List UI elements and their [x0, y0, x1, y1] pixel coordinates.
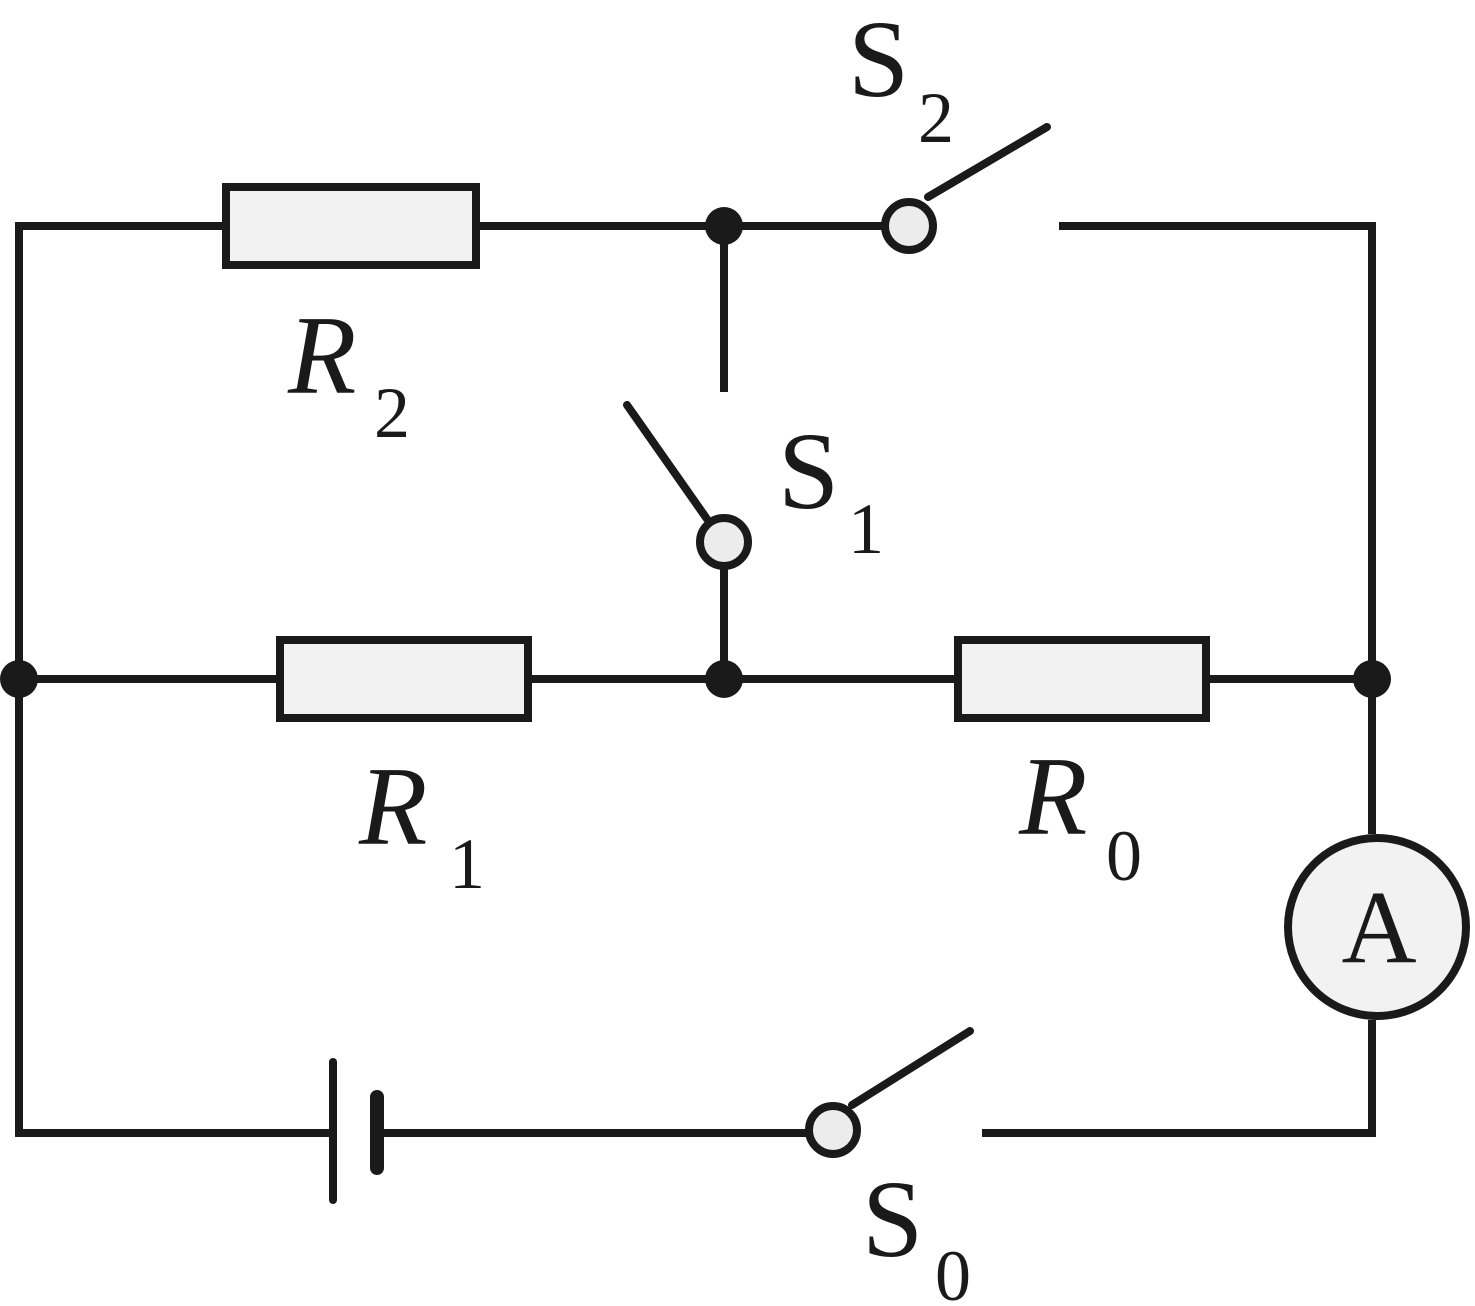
- wires: [15, 222, 1376, 1137]
- junction-middle: [705, 660, 743, 698]
- label-s2: S 2: [848, 0, 954, 158]
- label-r0-subscript: 0: [1106, 816, 1142, 896]
- switch-s0: [805, 1027, 974, 1158]
- label-s0-symbol: S: [862, 1158, 923, 1280]
- label-s2-symbol: S: [848, 0, 909, 120]
- resistor-r1: [276, 636, 532, 722]
- label-r1-symbol: R: [358, 745, 427, 869]
- switch-s2-pivot: [881, 198, 937, 254]
- label-s1-symbol: S: [778, 410, 839, 532]
- label-r2: R 2: [287, 294, 410, 453]
- junction-top: [705, 207, 743, 245]
- label-r0: R 0: [1018, 735, 1142, 896]
- label-s0-subscript: 0: [935, 1236, 971, 1306]
- label-r1: R 1: [358, 745, 485, 904]
- switch-s2: [881, 123, 1051, 254]
- junction-left: [0, 660, 38, 698]
- switch-s2-blade: [924, 123, 1051, 201]
- label-s1-subscript: 1: [848, 489, 884, 569]
- resistor-r2: [222, 183, 480, 269]
- label-r1-subscript: 1: [449, 824, 485, 904]
- ammeter-body: [1284, 834, 1470, 1020]
- switch-s1-blade: [623, 401, 711, 523]
- label-r2-subscript: 2: [374, 373, 410, 453]
- label-r0-symbol: R: [1018, 735, 1087, 859]
- switch-s0-pivot: [805, 1102, 861, 1158]
- label-s2-subscript: 2: [918, 78, 954, 158]
- switch-s1: [623, 401, 752, 570]
- junction-right: [1353, 660, 1391, 698]
- battery: [329, 1058, 384, 1204]
- switch-s1-pivot: [696, 514, 752, 570]
- ammeter-symbol: A: [1341, 870, 1416, 985]
- switch-s0-blade: [848, 1027, 974, 1109]
- label-s1: S 1: [778, 410, 884, 569]
- label-r2-symbol: R: [287, 294, 356, 418]
- label-s0: S 0: [862, 1158, 971, 1306]
- ammeter: A: [1284, 834, 1470, 1020]
- resistor-r0: [954, 636, 1210, 722]
